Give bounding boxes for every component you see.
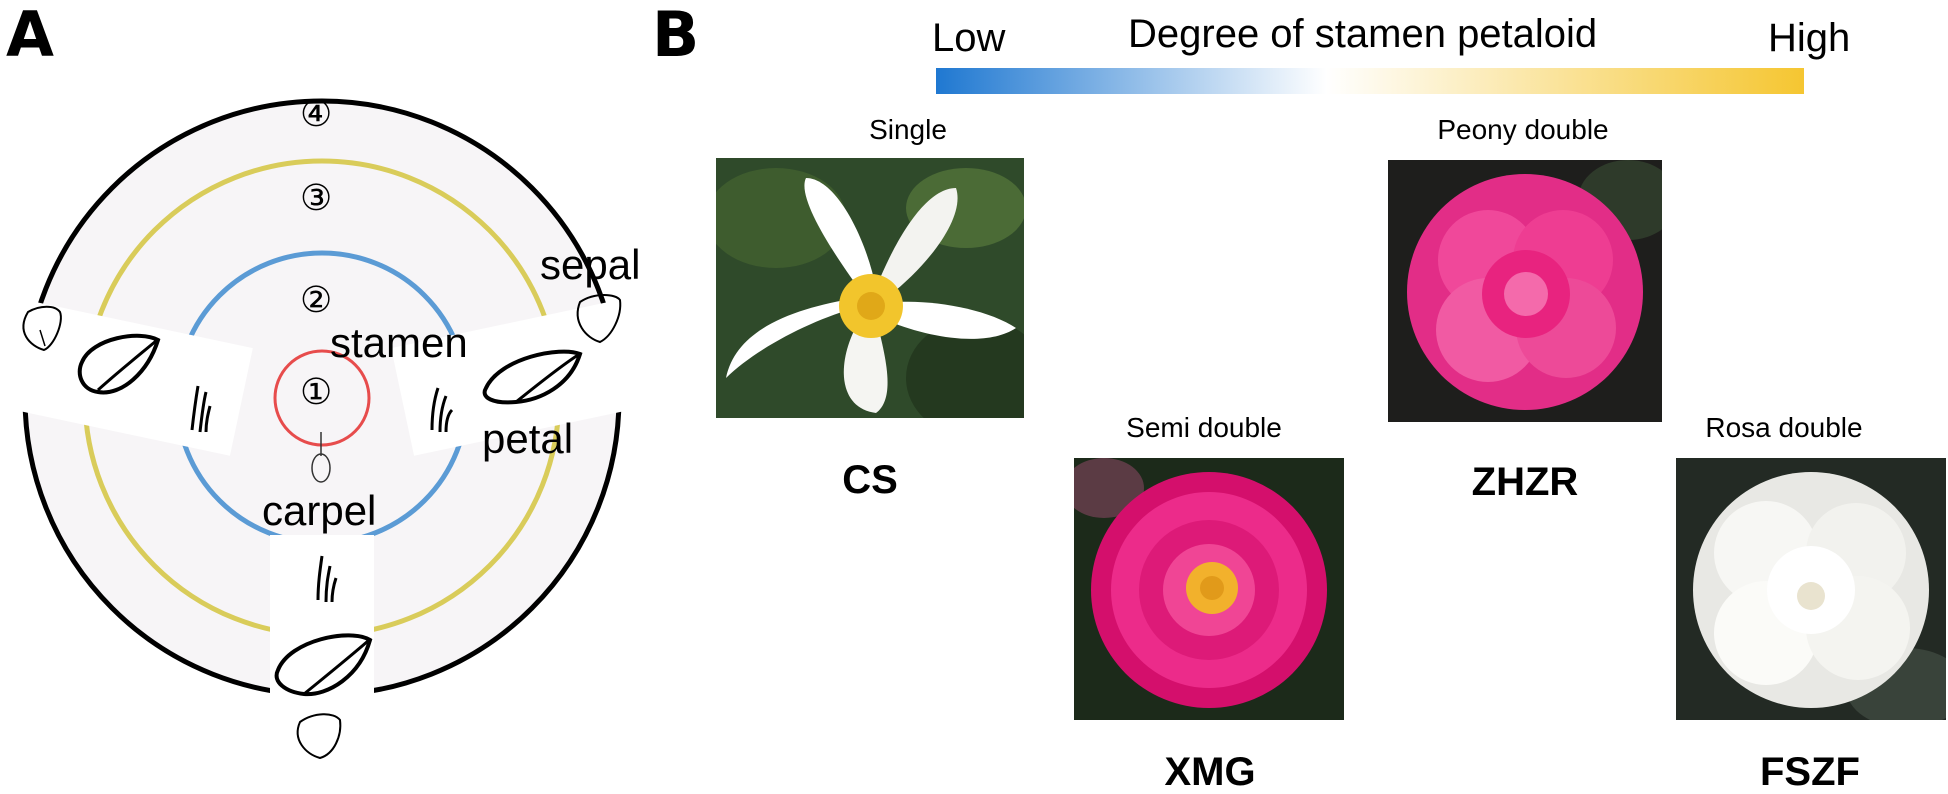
whorl-3-number: ③: [300, 177, 333, 218]
gradient-title: Degree of stamen petaloid: [1128, 12, 1598, 56]
flower-code-fszf: FSZF: [1760, 750, 1860, 794]
gradient-low-label: Low: [932, 16, 1006, 60]
whorl-2-number: ②: [300, 279, 333, 320]
stamen-petaloid-gradient-bar: [936, 68, 1804, 94]
flower-type-single: Single: [869, 114, 947, 145]
flower-type-peony-double: Peony double: [1437, 114, 1609, 145]
flower-photo-cs: [716, 158, 1024, 418]
left-organ-strip: [0, 298, 253, 456]
flower-photo-zhzr: [1388, 160, 1662, 422]
left-petal-icon: [77, 333, 161, 395]
whorl-1-number: ①: [300, 371, 333, 412]
gradient-high-label: High: [1768, 16, 1851, 60]
whorl-4-number: ④: [300, 93, 333, 134]
diagram-background-disc: [25, 101, 619, 695]
panel-a-letter: A: [6, 0, 54, 71]
floral-whorl-diagram: [0, 98, 640, 769]
bottom-organ-strip: [270, 535, 374, 769]
flower-photo-xmg: [1074, 458, 1344, 720]
right-petal-icon: [482, 349, 583, 405]
flower-type-rosa-double: Rosa double: [1705, 412, 1863, 443]
left-sepal-vein: [39, 329, 46, 347]
left-stamen-icon: [190, 385, 212, 433]
panel-b-letter: B: [652, 0, 700, 71]
bottom-sepal-icon: [296, 713, 342, 760]
bottom-petal-icon: [274, 633, 373, 697]
right-sepal-icon: [576, 294, 622, 344]
flower-code-zhzr: ZHZR: [1471, 460, 1579, 504]
flower-photo-fszf: [1676, 458, 1946, 720]
sepal-label: sepal: [540, 241, 641, 288]
carpel-label: carpel: [262, 487, 377, 534]
right-organ-strip: [391, 298, 640, 456]
flower-code-cs: CS: [842, 458, 898, 502]
stamen-label: stamen: [330, 319, 468, 366]
petal-label: petal: [482, 415, 574, 462]
flower-code-xmg: XMG: [1164, 750, 1256, 794]
whorl-1-carpel-ring: [273, 349, 371, 447]
carpel-icon: [311, 432, 331, 483]
bottom-stamen-icon: [316, 555, 338, 603]
right-stamen-icon: [430, 387, 454, 433]
left-sepal-icon: [22, 305, 62, 352]
flower-type-semi-double: Semi double: [1126, 412, 1282, 443]
